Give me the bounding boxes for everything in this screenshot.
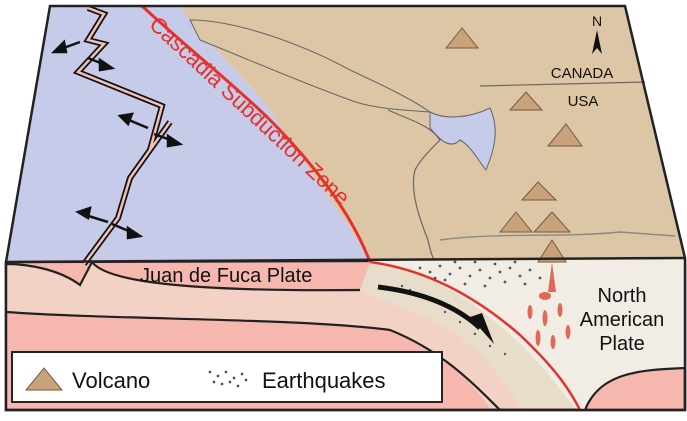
magma-plume <box>527 262 571 349</box>
north-arrow-icon <box>592 30 602 54</box>
subducting-slab <box>360 262 575 408</box>
legend-volcano-label: Volcano <box>72 368 150 393</box>
coastline <box>387 109 441 261</box>
map-volcanoes <box>444 27 583 263</box>
volcano-icon <box>508 91 544 111</box>
legend-box <box>11 351 443 403</box>
north-american-label-3: Plate <box>599 333 645 355</box>
puget-sound <box>429 107 496 171</box>
volcano-icon <box>444 27 480 49</box>
continental-crust <box>370 258 685 410</box>
subduction-zone-line <box>140 4 372 263</box>
river <box>439 231 676 241</box>
canada-label: CANADA <box>551 65 614 82</box>
spreading-ridge <box>72 5 173 266</box>
volcano-icon <box>537 239 567 263</box>
slab-top-line <box>369 260 582 411</box>
volcano-icon <box>520 181 558 201</box>
volcano-icon <box>498 211 534 233</box>
juan-de-fuca-label: Juan de Fuca Plate <box>140 265 312 287</box>
north-american-label-2: American <box>580 309 664 331</box>
compass-label: N <box>592 13 602 29</box>
earthquake-icon <box>208 370 248 388</box>
slab-bottom-line <box>5 310 501 411</box>
legend-earthquakes-label: Earthquakes <box>262 368 386 393</box>
canada-usa-border <box>479 81 646 87</box>
volcano-icon <box>546 123 583 147</box>
moho-line <box>583 366 686 411</box>
block-edge <box>5 256 686 264</box>
ocean-surface <box>6 6 370 262</box>
surface <box>6 4 685 266</box>
north-american-label-1: North <box>598 285 647 307</box>
plate-motion-arrow <box>377 284 494 344</box>
volcano-icon <box>24 367 64 391</box>
volcano-icon <box>532 211 572 233</box>
ridge-profile <box>5 259 361 292</box>
usa-label: USA <box>568 93 599 110</box>
earthquake-dots <box>400 260 542 356</box>
divergent-arrows <box>50 39 184 240</box>
legend: Volcano Earthquakes <box>11 351 443 403</box>
